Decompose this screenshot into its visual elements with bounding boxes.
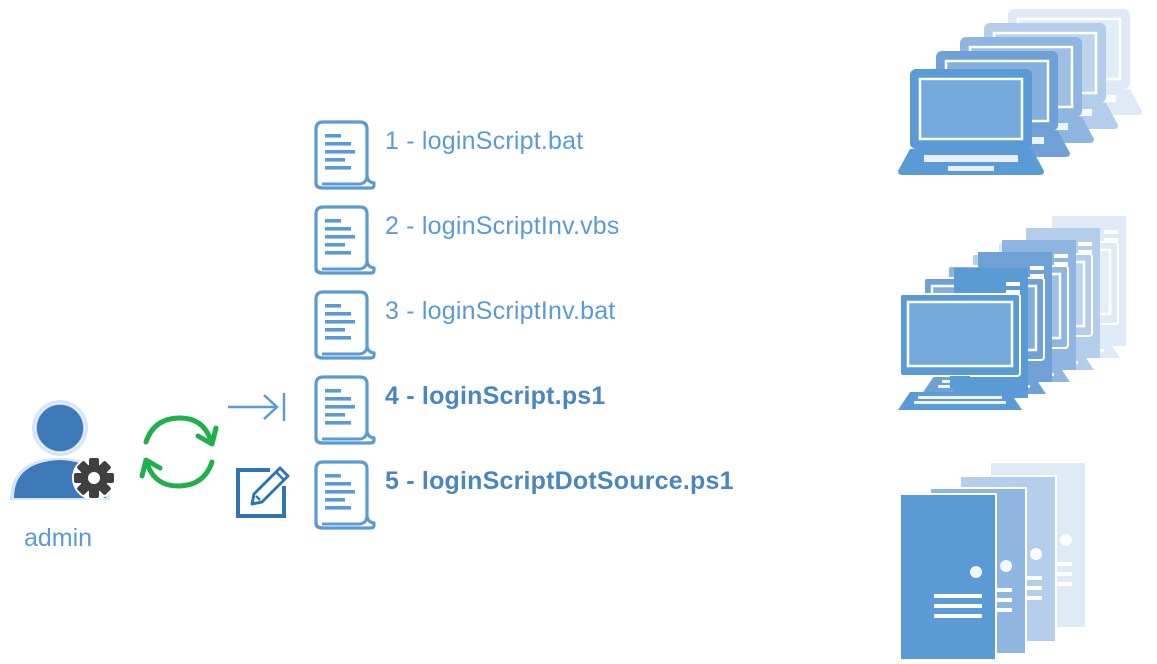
script-item-2[interactable]: 2 - loginScriptInv.vbs xyxy=(312,202,832,278)
script-item-5[interactable]: 5 - loginScriptDotSource.ps1 xyxy=(312,457,832,533)
script-document-icon xyxy=(312,287,376,361)
script-label: 2 - loginScriptInv.vbs xyxy=(385,212,620,240)
arrow-to-bar-icon[interactable] xyxy=(226,390,290,424)
edit-document-icon[interactable] xyxy=(234,462,294,520)
admin-user-gear-icon xyxy=(6,392,130,512)
sync-arrows-icon[interactable] xyxy=(136,408,222,494)
script-item-1[interactable]: 1 - loginScript.bat xyxy=(312,117,832,193)
script-label: 5 - loginScriptDotSource.ps1 xyxy=(385,467,734,495)
script-document-icon xyxy=(312,457,376,531)
script-item-3[interactable]: 3 - loginScriptInv.bat xyxy=(312,287,832,363)
laptops-icon xyxy=(890,0,1150,190)
script-label: 1 - loginScript.bat xyxy=(385,127,584,155)
admin-label: admin xyxy=(24,524,93,552)
script-document-icon xyxy=(312,117,376,191)
script-label: 4 - loginScript.ps1 xyxy=(385,382,606,410)
script-label: 3 - loginScriptInv.bat xyxy=(385,297,616,325)
script-document-icon xyxy=(312,202,376,276)
desktops-icon xyxy=(890,206,1152,424)
script-document-icon xyxy=(312,372,376,446)
script-item-4[interactable]: 4 - loginScript.ps1 xyxy=(312,372,832,448)
servers-icon xyxy=(896,456,1096,664)
